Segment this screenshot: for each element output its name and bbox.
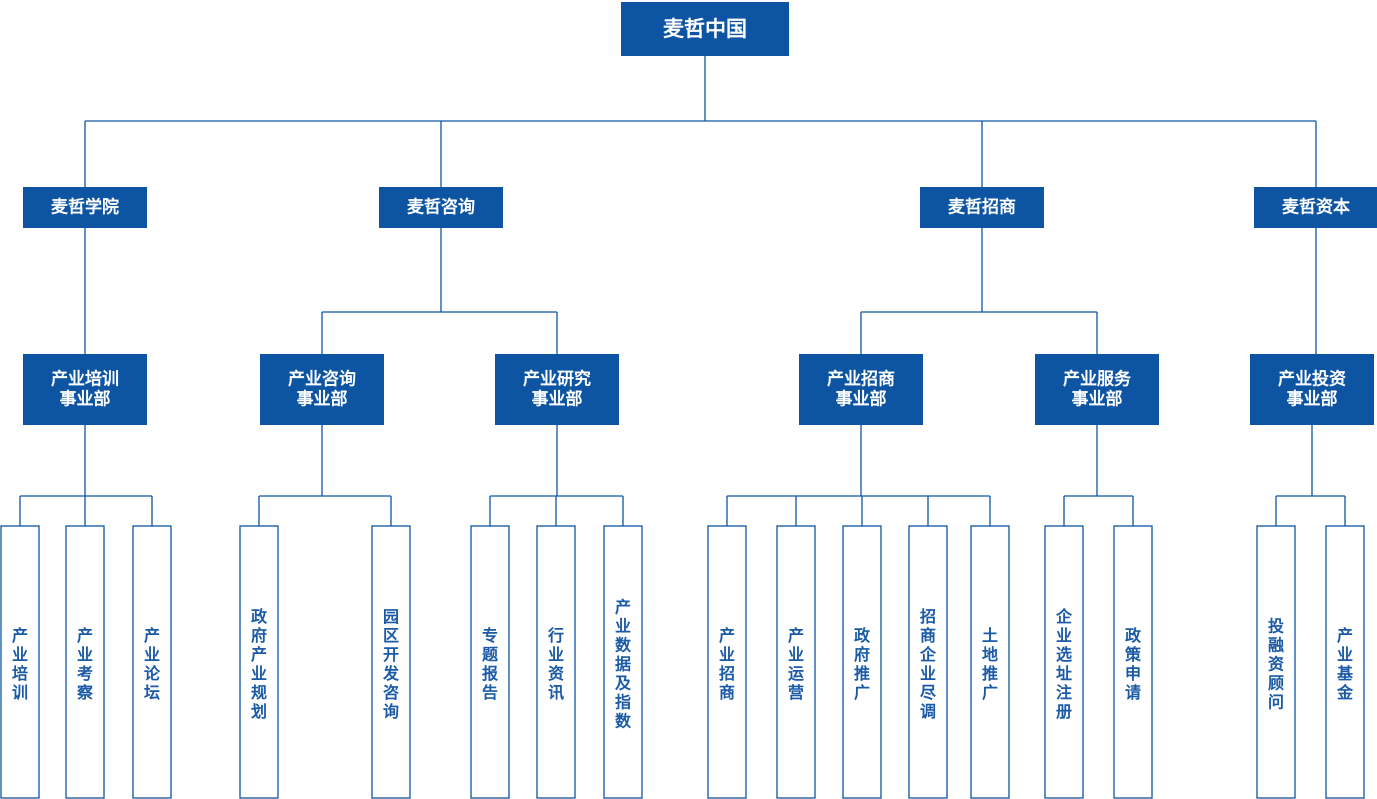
division-node-bg [379,187,503,228]
unit-node-bg [260,354,384,425]
leaf-item-border [536,525,576,799]
unit-node-label: 事业部 [1072,389,1123,410]
leaf-item-label: 企业选址注册 [1055,607,1073,721]
unit-node-label: 产业投资 [1278,368,1346,389]
division-node: 麦哲招商 [920,187,1044,228]
leaf-item-border [603,525,643,799]
root-node-bg [621,2,789,56]
leaf-item-label: 园区开发咨询 [382,607,400,721]
unit-node-label: 产业招商 [827,368,895,389]
division-node-label: 麦哲招商 [948,197,1016,218]
leaf-item-border [470,525,510,799]
division-node-bg [920,187,1044,228]
leaf-item-border [132,525,172,799]
leaf-item-label: 土地推广 [982,626,998,702]
leaf-item: 行业资讯 [536,525,576,799]
division-node-label: 麦哲咨询 [407,197,475,218]
leaf-item-label: 政策申请 [1124,626,1142,702]
leaf-item: 投融资顾问 [1256,525,1296,799]
leaf-item-label: 专题报告 [482,626,499,702]
unit-node-label: 产业咨询 [288,368,356,389]
unit-node-label: 事业部 [1287,389,1338,410]
unit-node-label: 事业部 [532,389,583,410]
leaf-item-label: 政府产业规划 [251,607,268,721]
leaf-item-label: 产业招商 [719,626,735,702]
leaf-item: 政策申请 [1113,525,1153,799]
leaf-item-border [1325,525,1365,799]
unit-node-bg [1035,354,1159,425]
leaf-item: 产业考察 [65,525,105,799]
unit-node-label: 事业部 [836,389,887,410]
division-node: 麦哲学院 [23,187,147,228]
leaf-item-label: 产业基金 [1336,626,1354,702]
leaf-item: 政府产业规划 [239,525,279,799]
leaf-item-label: 产业运营 [788,626,804,702]
division-node-label: 麦哲学院 [51,197,119,218]
leaf-item-border [776,525,816,799]
unit-node-bg [799,354,923,425]
unit-node-label: 产业服务 [1063,368,1132,389]
division-node-bg [1254,187,1377,228]
leaf-item: 园区开发咨询 [371,525,411,799]
unit-node-label: 事业部 [297,389,348,410]
root-node-label: 麦哲中国 [663,17,747,41]
unit-node-bg [495,354,619,425]
leaf-item-label: 产业数据及指数 [615,598,632,731]
division-node-bg [23,187,147,228]
leaf-item: 招商企业尽调 [908,525,948,799]
leaf-item-border [842,525,882,799]
leaf-item-border [1113,525,1153,799]
leaf-item-label: 产业培训 [12,626,28,702]
leaf-item-border [1044,525,1084,799]
leaf-item-label: 产业论坛 [144,626,161,702]
leaf-item-label: 招商企业尽调 [919,607,937,721]
leaf-item: 产业论坛 [132,525,172,799]
leaf-item: 产业数据及指数 [603,525,643,799]
leaf-item-label: 政府推广 [854,626,871,702]
leaf-item-border [65,525,105,799]
leaf-item: 专题报告 [470,525,510,799]
unit-node-label: 产业研究 [523,368,591,389]
unit-node-label: 产业培训 [51,368,119,389]
connector-lines [19,56,1346,526]
leaf-item-label: 投融资顾问 [1268,617,1284,712]
leaf-item-border [908,525,948,799]
leaf-item-border [1256,525,1296,799]
division-node: 麦哲咨询 [379,187,503,228]
leaf-item: 政府推广 [842,525,882,799]
division-node: 麦哲资本 [1254,187,1377,228]
leaf-item-border [371,525,411,799]
leaf-item-border [239,525,279,799]
leaf-item: 产业基金 [1325,525,1365,799]
unit-node-bg [23,354,147,425]
leaf-item-label: 产业考察 [76,626,94,702]
root-node: 麦哲中国 [621,2,789,56]
leaf-item-label: 行业资讯 [547,626,564,702]
leaf-item: 土地推广 [970,525,1010,799]
unit-node-label: 事业部 [60,389,111,410]
leaf-item: 产业培训 [0,525,40,799]
unit-node-bg [1250,354,1374,425]
leaf-item: 企业选址注册 [1044,525,1084,799]
leaf-item-border [707,525,747,799]
leaf-item-border [970,525,1010,799]
leaf-item-border [0,525,40,799]
division-node-label: 麦哲资本 [1282,197,1350,218]
leaf-item: 产业运营 [776,525,816,799]
leaf-item: 产业招商 [707,525,747,799]
